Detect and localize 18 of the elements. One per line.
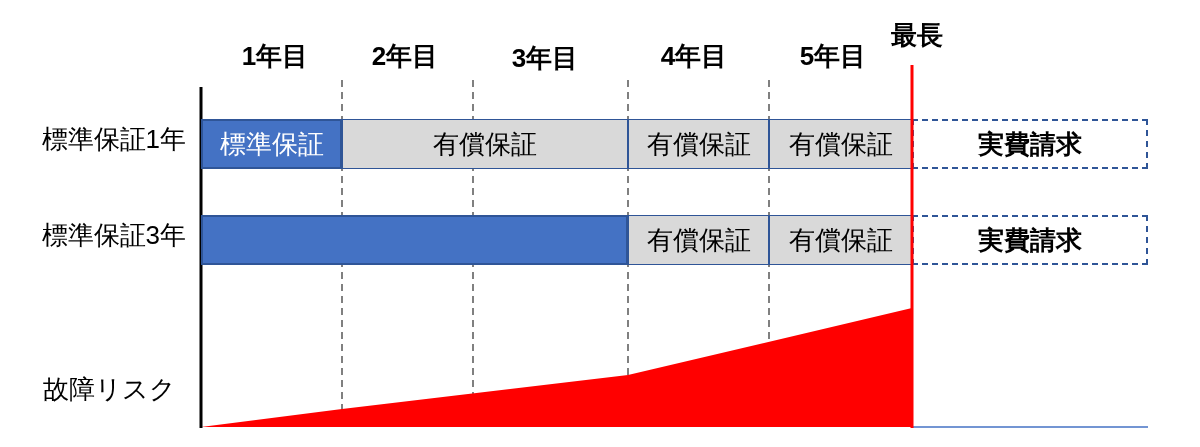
paid-warranty-bar: 有償保証 (769, 215, 912, 265)
standard-warranty-bar (201, 215, 628, 265)
paid-warranty-bar: 有償保証 (628, 119, 769, 169)
year-label: 2年目 (371, 42, 439, 72)
year-label: 4年目 (660, 42, 728, 72)
row-label: 標準保証3年 (41, 221, 186, 251)
risk-label: 故障リスク (43, 375, 176, 405)
year-label: 5年目 (799, 42, 867, 72)
paid-warranty-bar: 有償保証 (628, 215, 769, 265)
row-label: 標準保証1年 (41, 125, 186, 155)
paid-warranty-bar: 有償保証 (342, 119, 628, 169)
actual-cost-bar: 実費請求 (912, 119, 1148, 169)
maximum-label: 最長 (891, 21, 943, 51)
paid-warranty-bar: 有償保証 (769, 119, 912, 169)
year-label: 3年目 (511, 44, 579, 74)
actual-cost-bar: 実費請求 (912, 215, 1148, 265)
year-label: 1年目 (241, 42, 309, 72)
standard-warranty-bar: 標準保証 (201, 119, 342, 169)
